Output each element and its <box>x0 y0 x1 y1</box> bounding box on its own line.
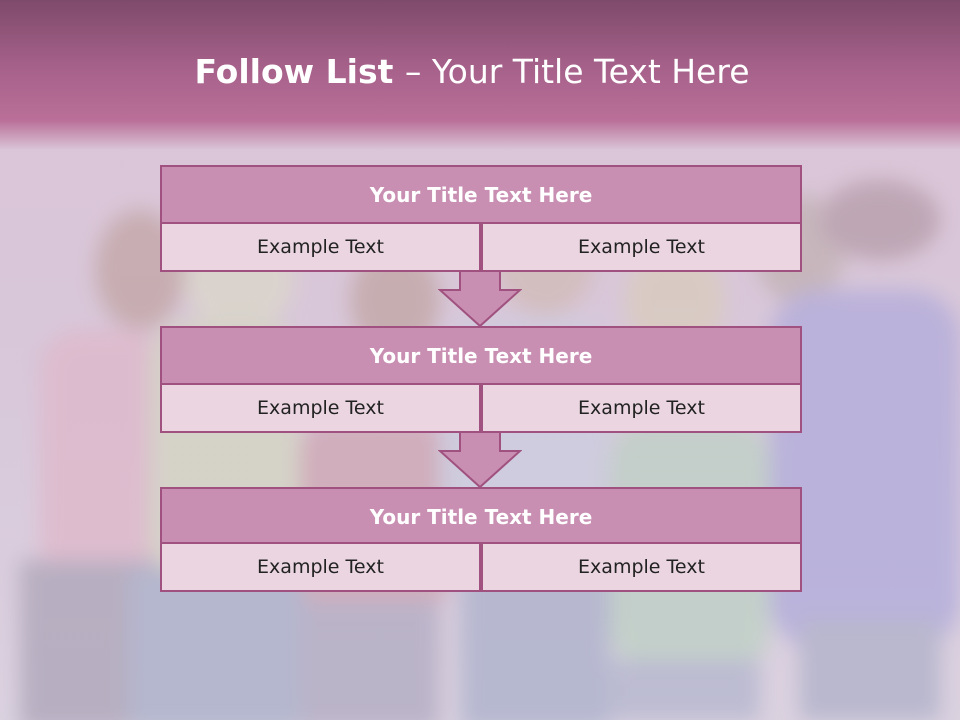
flow-block-title[interactable]: Your Title Text Here <box>160 165 802 225</box>
header-band <box>0 0 960 150</box>
down-arrow-icon <box>438 270 522 328</box>
slide-title: Follow List – Your Title Text Here <box>0 52 944 91</box>
flow-cell-right[interactable]: Example Text <box>481 222 802 272</box>
flow-block-title[interactable]: Your Title Text Here <box>160 487 802 547</box>
slide-title-rest: – Your Title Text Here <box>404 52 750 91</box>
slide-title-bold: Follow List <box>194 52 405 91</box>
flow-cell-left[interactable]: Example Text <box>160 542 481 592</box>
flow-block-title[interactable]: Your Title Text Here <box>160 326 802 386</box>
flow-cell-left[interactable]: Example Text <box>160 383 481 433</box>
down-arrow-icon <box>438 431 522 489</box>
flow-cell-right[interactable]: Example Text <box>481 542 802 592</box>
flow-cell-right[interactable]: Example Text <box>481 383 802 433</box>
flow-cell-left[interactable]: Example Text <box>160 222 481 272</box>
